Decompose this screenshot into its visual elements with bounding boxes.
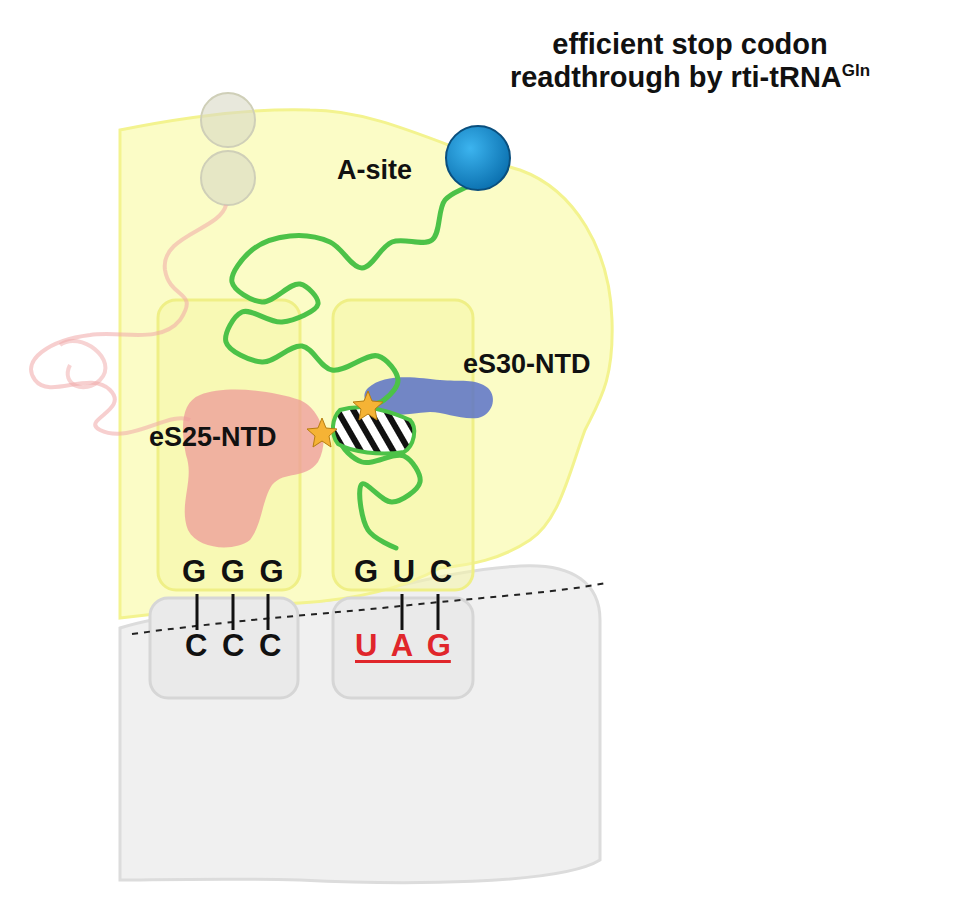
es25-ntd-protein — [183, 390, 324, 548]
anticodon: G U C — [354, 554, 452, 590]
crosslink-star — [353, 391, 383, 420]
nascent-chain — [226, 186, 470, 548]
mrna-line — [132, 583, 606, 634]
site-label: A-site — [337, 155, 412, 186]
title: efficient stop codon readthrough by rti-… — [510, 28, 842, 93]
stop-codon: U A G — [355, 628, 451, 664]
anticodon: G G G — [182, 554, 284, 590]
protein-label: eS25-NTD — [149, 422, 277, 453]
a-site-residue — [446, 126, 510, 190]
p-site-pocket — [150, 598, 298, 698]
title-block: efficient stop codon readthrough by rti-… — [490, 28, 890, 95]
a-site-trna-column — [333, 300, 473, 590]
codon: C C C — [185, 628, 281, 664]
faded-residue — [201, 151, 255, 205]
small-subunit — [120, 566, 600, 883]
large-subunit — [120, 110, 612, 618]
protein-label: eS30-NTD — [463, 349, 591, 380]
superscript: Gln — [842, 62, 870, 81]
crosslink-star — [307, 418, 337, 447]
base-pair-ticks — [197, 594, 438, 630]
faded-peptide — [60, 341, 105, 387]
faded-residue — [201, 93, 255, 147]
nascent-chain-path — [226, 186, 470, 548]
